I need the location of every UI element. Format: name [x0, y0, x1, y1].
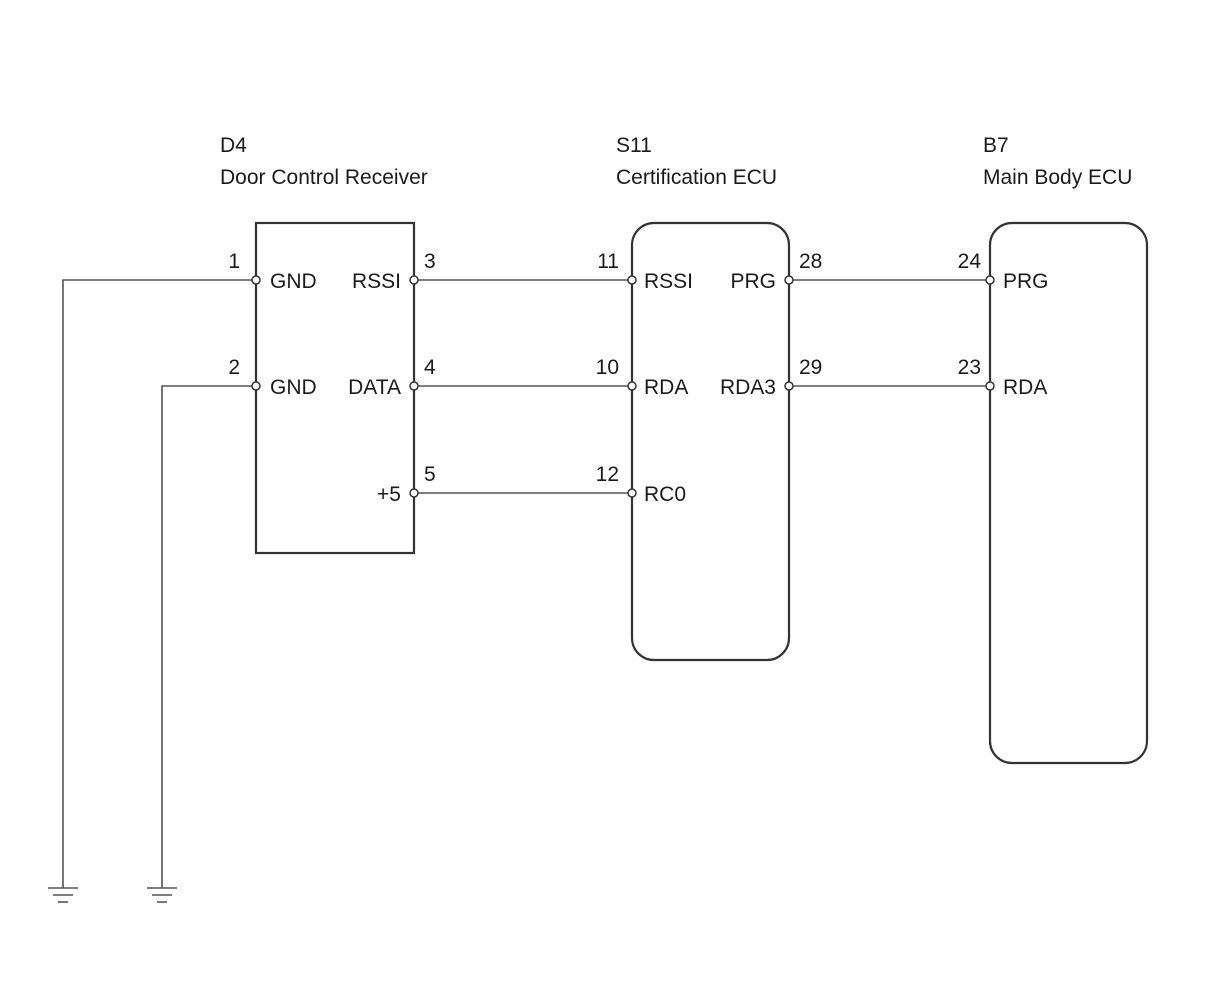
s11-name: Certification ECU [616, 166, 777, 189]
s11-code: S11 [616, 134, 652, 157]
b7-code: B7 [983, 134, 1009, 157]
s11-pin10-terminal [627, 381, 637, 391]
s11-pin28-terminal [784, 275, 794, 285]
b7-pin23-terminal [985, 381, 995, 391]
s11-pin29-terminal [784, 381, 794, 391]
wire-gnd-1 [62, 279, 252, 888]
ground-symbol-2 [147, 887, 177, 903]
d4-pin5-number: 5 [424, 463, 436, 486]
d4-pin1-number: 1 [228, 250, 240, 273]
s11-pin12-terminal [627, 488, 637, 498]
s11-pin29-label: RDA3 [720, 376, 776, 399]
s11-pin11-label: RSSI [644, 270, 693, 293]
d4-pin2-number: 2 [228, 356, 240, 379]
s11-pin10-label: RDA [644, 376, 688, 399]
b7-pin24-number: 24 [958, 250, 982, 273]
d4-pin3-label: RSSI [352, 270, 401, 293]
b7-box [988, 221, 1149, 765]
d4-pin3-number: 3 [424, 250, 436, 273]
d4-pin5-label: +5 [377, 483, 401, 506]
d4-pin5-terminal [409, 488, 419, 498]
s11-pin12-number: 12 [596, 463, 619, 486]
d4-code: D4 [220, 134, 247, 157]
s11-pin11-number: 11 [597, 250, 619, 273]
s11-pin28-number: 28 [799, 250, 822, 273]
s11-pin10-number: 10 [596, 356, 619, 379]
b7-pin24-label: PRG [1003, 270, 1049, 293]
d4-pin2-terminal [251, 381, 261, 391]
d4-pin4-label: DATA [348, 376, 401, 399]
ground-symbol-1 [48, 887, 78, 903]
wire-gnd-2 [161, 385, 252, 888]
d4-name: Door Control Receiver [220, 166, 428, 189]
d4-pin3-terminal [409, 275, 419, 285]
b7-pin24-terminal [985, 275, 995, 285]
d4-pin2-label: GND [270, 376, 317, 399]
b7-pin23-label: RDA [1003, 376, 1047, 399]
s11-pin29-number: 29 [799, 356, 822, 379]
s11-pin28-label: PRG [730, 270, 776, 293]
s11-pin11-terminal [627, 275, 637, 285]
s11-pin12-label: RC0 [644, 483, 686, 506]
d4-pin1-label: GND [270, 270, 317, 293]
s11-box [630, 221, 791, 662]
b7-name: Main Body ECU [983, 166, 1132, 189]
d4-pin4-terminal [409, 381, 419, 391]
b7-pin23-number: 23 [958, 356, 981, 379]
d4-pin1-terminal [251, 275, 261, 285]
d4-pin4-number: 4 [424, 356, 436, 379]
